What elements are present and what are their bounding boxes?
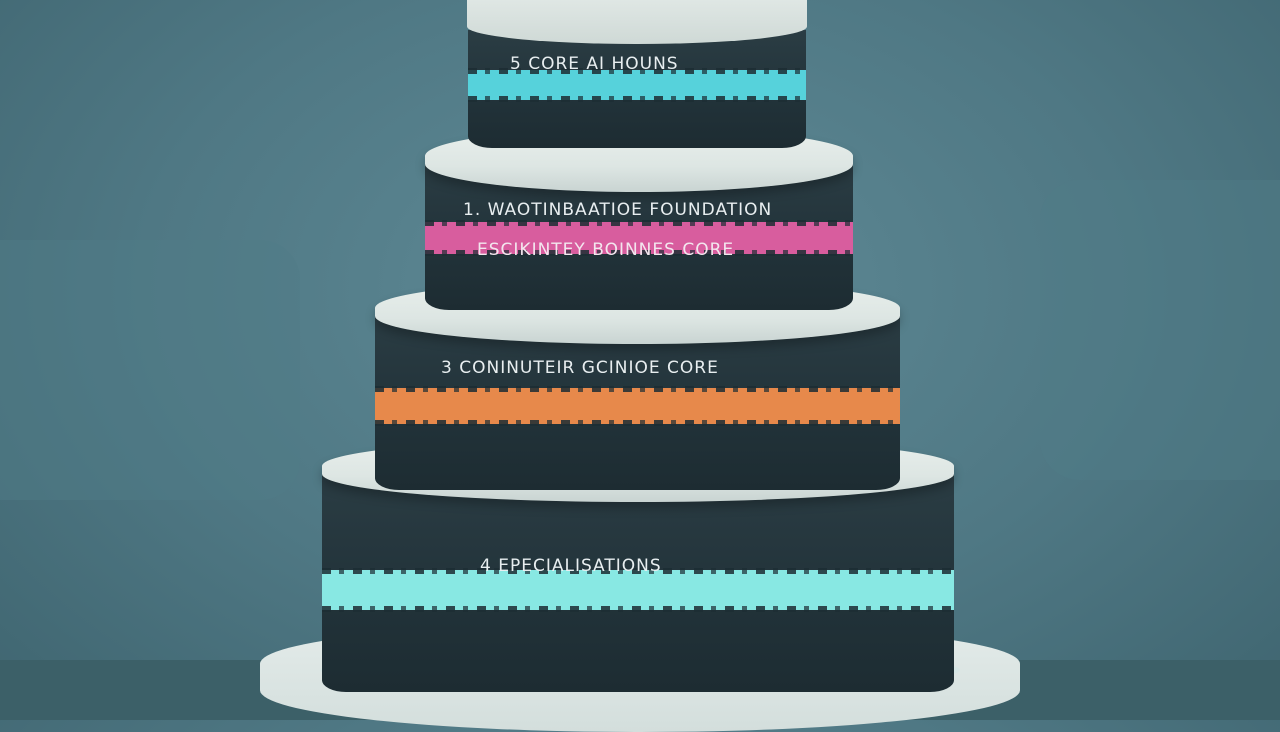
tier-3: 3 CONINUTEIR GCINIOE CORE bbox=[375, 280, 900, 490]
tier-1: 5 CORE AI HOUNS bbox=[468, 30, 806, 148]
tier-4-stripe bbox=[322, 568, 954, 612]
background-shape-left bbox=[0, 240, 300, 500]
tier-2-label: 1. WAOTINBAATIOE FOUNDATION bbox=[463, 200, 773, 220]
tier-3-label: 3 CONINUTEIR GCINIOE CORE bbox=[441, 358, 719, 378]
top-tier-cap bbox=[467, 0, 807, 44]
tier-2: 1. WAOTINBAATIOE FOUNDATION ESCIKINTEY B… bbox=[425, 128, 853, 310]
tier-1-label: 5 CORE AI HOUNS bbox=[510, 54, 679, 74]
tier-1-stripe bbox=[468, 68, 806, 102]
tier-1-band bbox=[468, 30, 806, 148]
tier-2-label-secondary: ESCIKINTEY BOINNES CORE bbox=[477, 240, 735, 260]
background-shape-right bbox=[1040, 180, 1280, 480]
tier-3-stripe bbox=[375, 386, 900, 426]
tier-4-band bbox=[322, 470, 954, 692]
tier-2-stripe bbox=[425, 220, 853, 256]
tier-4-label: 4 EPECIALISATIONS bbox=[480, 556, 662, 576]
tier-4: 4 EPECIALISATIONS bbox=[322, 438, 954, 692]
